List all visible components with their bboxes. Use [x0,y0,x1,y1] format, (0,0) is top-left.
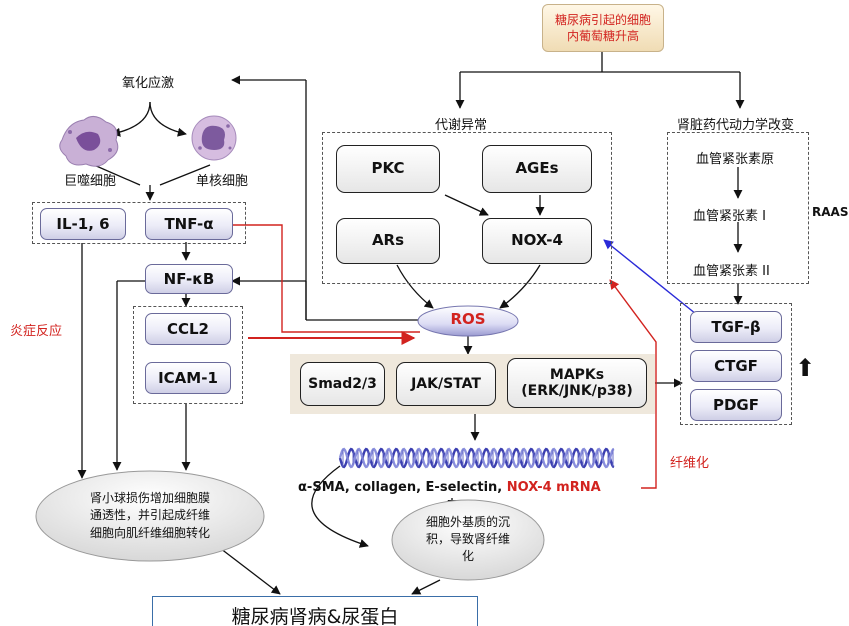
angiotensin-2-label: 血管紧张素 II [693,264,770,279]
ccl2-node: CCL2 [145,313,231,345]
inflammation-connectors [77,242,420,479]
dna-helix [338,447,615,469]
trigger-box: 糖尿病引起的细胞 内葡萄糖升高 [542,4,664,52]
gene-products-line: α-SMA, collagen, E-selectin, NOX-4 mRNA [298,480,601,495]
nf-kb-node: NF-κB [145,264,233,294]
monocyte-illustration [191,115,237,161]
macrophage-illustration [59,116,119,167]
il-1-6-node: IL-1, 6 [40,208,126,240]
tgf-beta-node: TGF-β [690,311,782,343]
mapks-node: MAPKs (ERK/JNK/p38) [507,358,647,408]
jak-stat-node: JAK/STAT [396,362,496,406]
ctgf-node: CTGF [690,350,782,382]
oxidative-stress-label: 氧化应激 [122,76,175,91]
metabolic-connectors [396,194,545,355]
glomerular-ellipse [35,470,265,562]
up-arrow-icon: ⬆ [795,354,816,382]
ars-node: ARs [336,218,440,264]
icam1-node: ICAM-1 [145,362,231,394]
signaling-connectors [215,378,683,595]
angiotensin-1-label: 血管紧张素 I [693,209,766,224]
ecm-ellipse [391,499,545,581]
gene-products-red: NOX-4 mRNA [506,480,601,495]
ros-ellipse [417,305,519,337]
outcome-text: 糖尿病肾病&尿蛋白 [231,606,399,626]
gene-products-black: α-SMA, collagen, E-selectin, [298,480,507,495]
angiotensinogen-label: 血管紧张素原 [696,152,775,167]
fibrosis-label: 纤维化 [670,456,710,471]
ages-node: AGEs [482,145,592,193]
nox4-node: NOX-4 [482,218,592,264]
cytokine-group [32,202,246,244]
chemokine-group [133,306,243,404]
red-pathways [232,224,657,489]
ecm-text: 细胞外基质的沉 积，导致肾纤维 化 [425,515,510,563]
metabolic-group [322,132,612,284]
raas-group [667,132,809,284]
branch-metabolic-label: 代谢异常 [435,118,488,133]
trigger-connectors [455,52,745,109]
macrophage-label: 巨噬细胞 [64,174,117,189]
branch-hemodynamic-label: 肾脏药代动力学改变 [677,118,795,133]
tgf-to-nox4-arrow [603,239,697,315]
monocyte-label: 单核细胞 [196,174,249,189]
tnf-alpha-node: TNF-α [145,208,233,240]
ros-label: ROS [450,310,486,328]
pkc-node: PKC [336,145,440,193]
smad-node: Smad2/3 [300,362,385,406]
inflammation-label: 炎症反应 [10,324,63,339]
growth-factor-group [680,303,792,425]
raas-label: RAAS [812,205,849,219]
pdgf-node: PDGF [690,389,782,421]
outcome-box: 糖尿病肾病&尿蛋白 [152,596,478,626]
oxidative-connectors [93,75,307,320]
trigger-text: 糖尿病引起的细胞 内葡萄糖升高 [554,12,651,43]
glomerular-text: 肾小球损伤增加细胞膜 通透性，并引起成纤维 细胞向肌纤维细胞转化 [89,491,210,540]
